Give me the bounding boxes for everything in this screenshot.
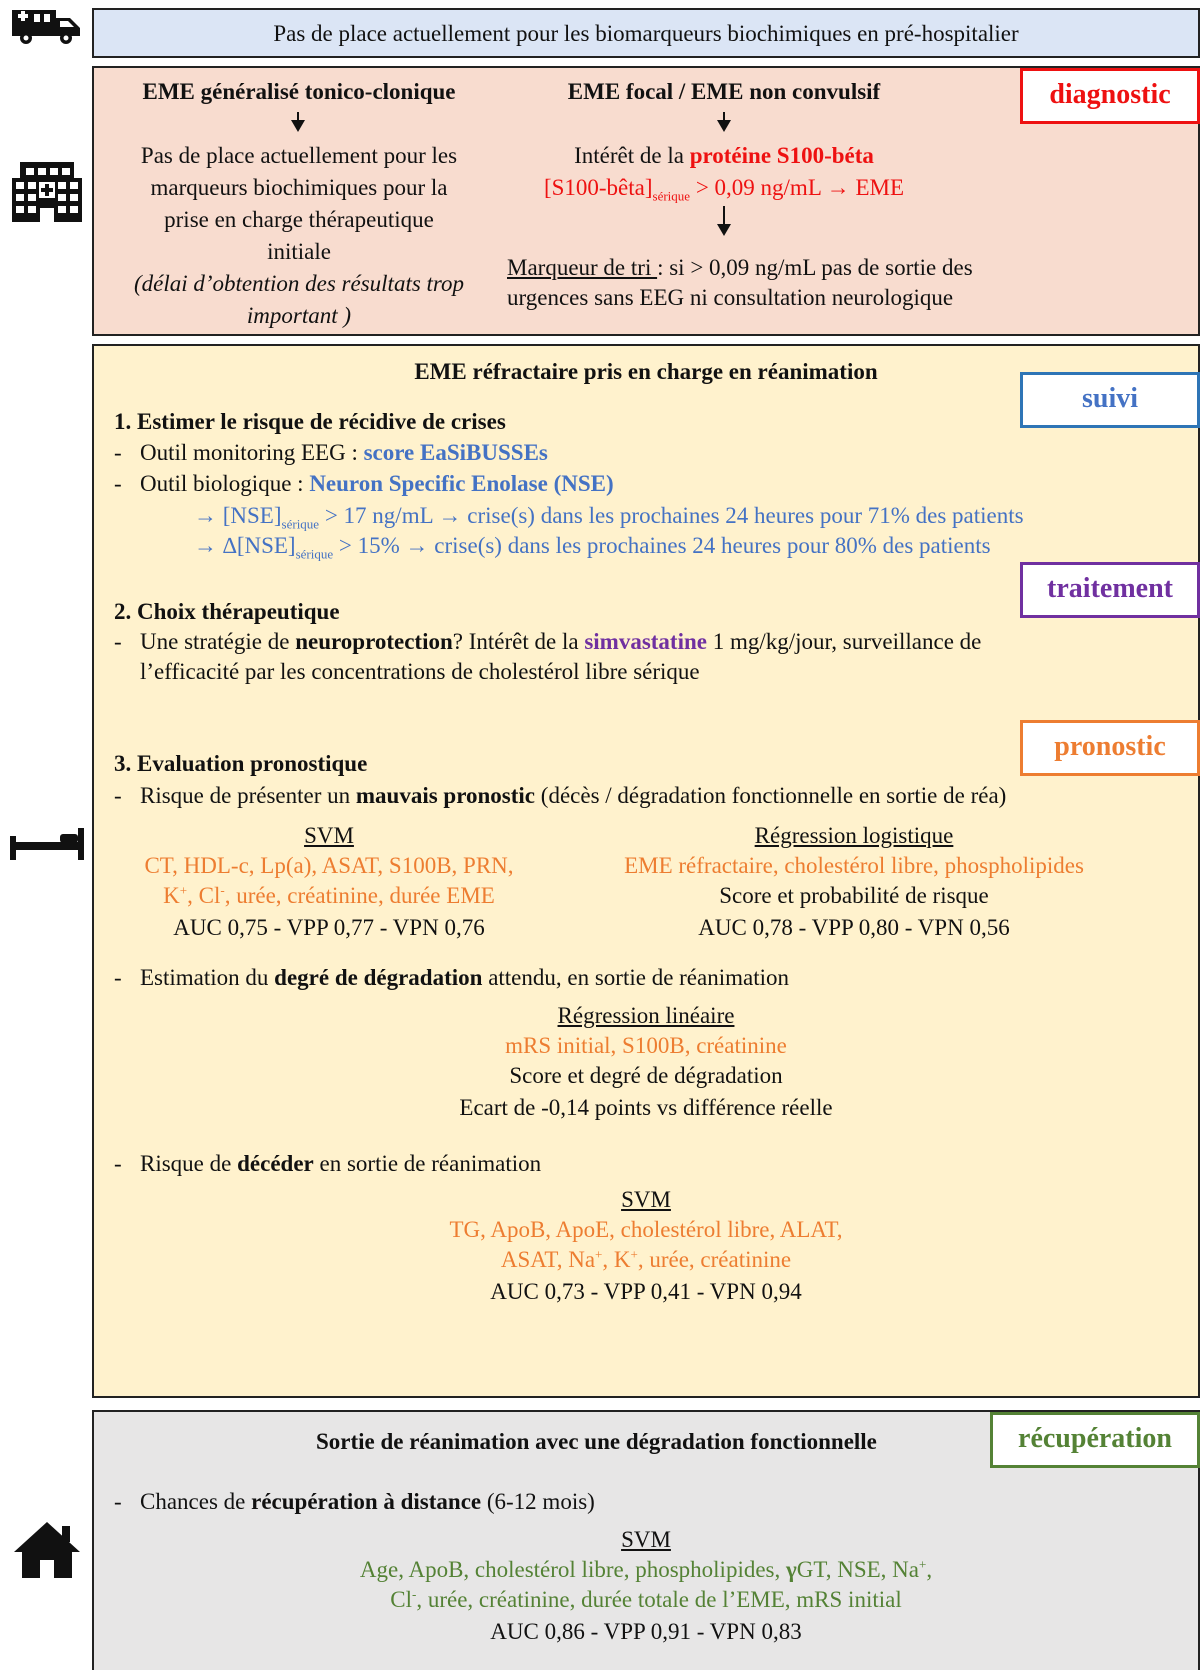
dash: - bbox=[114, 965, 122, 990]
generalised-eme-title: EME généralisé tonico-clonique bbox=[142, 79, 456, 104]
svm-1-vars-2: K+, Cl-, urée, créatinine, durée EME bbox=[163, 882, 495, 908]
suivi-tag: suivi bbox=[1020, 372, 1200, 428]
svm-2-vars-2: ASAT, Na+, K+, urée, créatinine bbox=[500, 1246, 792, 1272]
prehospital-box: Pas de place actuellement pour les bioma… bbox=[92, 8, 1200, 58]
hospital-icon bbox=[12, 162, 82, 222]
s100-interest: Intérêt de la protéine S100-béta bbox=[574, 143, 874, 168]
dash: - bbox=[114, 1489, 122, 1514]
svm-2-vars-1: TG, ApoB, ApoE, cholestérol libre, ALAT, bbox=[449, 1217, 843, 1242]
logistic-regression-performance: AUC 0,78 - VPP 0,80 - VPN 0,56 bbox=[698, 915, 1010, 940]
triage-marker-line-2: urgences sans EEG ni consultation neurol… bbox=[507, 285, 954, 310]
bio-tool-line: Outil biologique : Neuron Specific Enola… bbox=[140, 471, 614, 496]
hospital-bed-icon bbox=[10, 828, 84, 860]
dash: - bbox=[114, 471, 122, 496]
down-arrow-icon bbox=[717, 112, 731, 132]
refractory-eme-box: EME réfractaire pris en charge en réanim… bbox=[92, 344, 1200, 1398]
generalised-note-2: important ) bbox=[246, 303, 352, 328]
prehospital-text: Pas de place actuellement pour les bioma… bbox=[273, 21, 1019, 46]
generalised-line-2: marqueurs biochimiques pour la bbox=[150, 175, 448, 200]
nse-result-1: → [NSE]sérique > 17 ng/mL → crise(s) dan… bbox=[194, 503, 1024, 532]
bad-prognosis-line: Risque de présenter un mauvais pronostic… bbox=[140, 783, 1007, 808]
refractory-eme-title: EME réfractaire pris en charge en réanim… bbox=[414, 359, 878, 384]
svm-1-performance: AUC 0,75 - VPP 0,77 - VPN 0,76 bbox=[173, 915, 485, 940]
recuperation-tag: récupération bbox=[990, 1412, 1200, 1468]
diagnostic-tag: diagnostic bbox=[1020, 68, 1200, 124]
recovery-svm-vars-1: Age, ApoB, cholestérol libre, phospholip… bbox=[359, 1556, 933, 1582]
degradation-line: Estimation du degré de dégradation atten… bbox=[140, 965, 789, 990]
neuroprotection-line-2: l’efficacité par les concentrations de c… bbox=[140, 659, 700, 684]
recovery-title: Sortie de réanimation avec une dégradati… bbox=[316, 1429, 877, 1454]
dash: - bbox=[114, 783, 122, 808]
triage-marker-line-1: Marqueur de tri : si > 0,09 ng/mL pas de… bbox=[507, 255, 973, 280]
traitement-tag: traitement bbox=[1020, 562, 1200, 618]
eeg-tool-line: Outil monitoring EEG : score EaSiBUSSEs bbox=[140, 440, 548, 465]
recovery-box: Sortie de réanimation avec une dégradati… bbox=[92, 1410, 1200, 1670]
linear-regression-title: Régression linéaire bbox=[557, 1003, 735, 1028]
focal-eme-title: EME focal / EME non convulsif bbox=[567, 79, 881, 104]
logistic-regression-title: Régression logistique bbox=[754, 823, 954, 848]
logistic-regression-score: Score et probabilité de risque bbox=[719, 883, 989, 908]
recovery-svm-title: SVM bbox=[621, 1527, 671, 1552]
down-arrow-icon bbox=[291, 112, 305, 132]
diagnostic-box: diagnostic EME généralisé tonico-cloniqu… bbox=[92, 66, 1200, 336]
svm-1-vars-1: CT, HDL-c, Lp(a), ASAT, S100B, PRN, bbox=[144, 853, 514, 878]
s100-protein-label: protéine S100-béta bbox=[689, 143, 874, 168]
svm-2-performance: AUC 0,73 - VPP 0,41 - VPN 0,94 bbox=[490, 1279, 802, 1304]
generalised-note-1: (délai d’obtention des résultats trop bbox=[133, 271, 465, 296]
section-1-title: 1. Estimer le risque de récidive de cris… bbox=[114, 409, 506, 434]
dash: - bbox=[114, 629, 122, 654]
generalised-line-1: Pas de place actuellement pour les bbox=[140, 143, 458, 168]
neuroprotection-line-1: Une stratégie de neuroprotection? Intérê… bbox=[140, 629, 982, 654]
down-arrow-icon bbox=[717, 206, 731, 236]
logistic-regression-vars: EME réfractaire, cholestérol libre, phos… bbox=[624, 853, 1084, 878]
generalised-line-4: initiale bbox=[267, 239, 331, 264]
recovery-svm-performance: AUC 0,86 - VPP 0,91 - VPN 0,83 bbox=[490, 1619, 802, 1644]
section-2-title: 2. Choix thérapeutique bbox=[114, 599, 340, 624]
s100-threshold: [S100-bêta]sérique > 0,09 ng/mL → EME bbox=[543, 175, 905, 204]
linear-regression-vars: mRS initial, S100B, créatinine bbox=[505, 1033, 787, 1058]
recovery-chance-line: Chances de récupération à distance (6-12… bbox=[140, 1489, 595, 1514]
home-icon bbox=[14, 1522, 80, 1578]
ambulance-icon bbox=[12, 10, 80, 44]
death-risk-line: Risque de décéder en sortie de réanimati… bbox=[140, 1151, 542, 1176]
generalised-line-3: prise en charge thérapeutique bbox=[164, 207, 434, 232]
svm-1-title: SVM bbox=[304, 823, 354, 848]
pronostic-tag: pronostic bbox=[1020, 720, 1200, 776]
nse-result-2: → ∆[NSE]sérique > 15% → crise(s) dans le… bbox=[194, 533, 991, 562]
svm-2-title: SVM bbox=[621, 1187, 671, 1212]
linear-regression-performance: Ecart de -0,14 points vs différence réel… bbox=[459, 1095, 833, 1120]
dash: - bbox=[114, 1151, 122, 1176]
linear-regression-score: Score et degré de dégradation bbox=[509, 1063, 783, 1088]
recovery-svm-vars-2: Cl-, urée, créatinine, durée totale de l… bbox=[390, 1586, 902, 1612]
dash: - bbox=[114, 440, 122, 465]
section-3-title: 3. Evaluation pronostique bbox=[114, 751, 368, 776]
